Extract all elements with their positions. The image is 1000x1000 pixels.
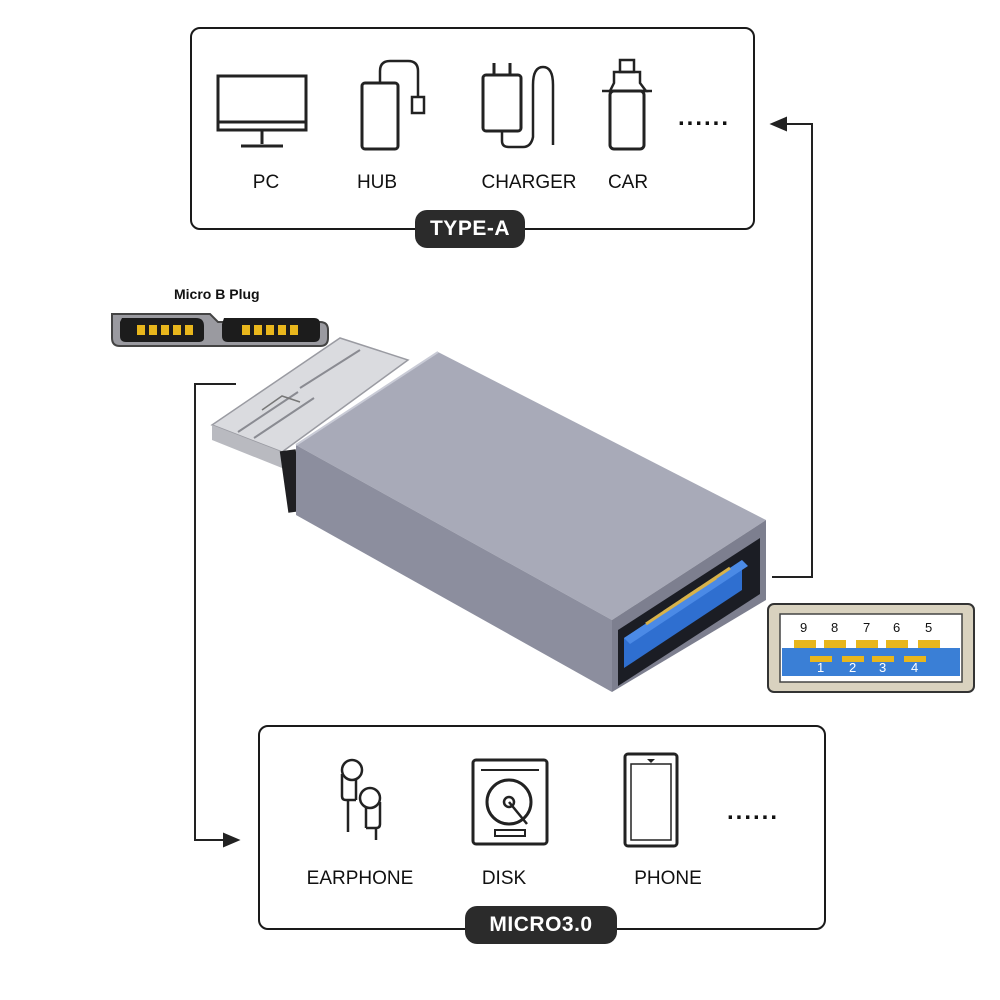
car-label: CAR <box>607 172 649 193</box>
hub-icon <box>360 59 426 151</box>
micro-connection-arrow <box>194 383 241 848</box>
phone-icon <box>623 752 679 848</box>
type-a-badge: TYPE-A <box>415 210 525 248</box>
pin-5: 5 <box>925 620 933 635</box>
earphone-device <box>290 752 420 842</box>
more-type-a-devices: ...... <box>678 104 731 131</box>
micro-badge: MICRO3.0 <box>465 906 617 944</box>
disk-icon <box>471 758 549 846</box>
type-a-connection-arrow <box>769 116 813 578</box>
pc-icon <box>216 74 308 148</box>
charger-label: CHARGER <box>481 172 577 193</box>
phone-device <box>585 750 715 850</box>
hub-label: HUB <box>356 172 398 193</box>
disk-label: DISK <box>481 868 527 889</box>
pin-9: 9 <box>800 620 808 635</box>
disk-device <box>445 758 575 848</box>
phone-label: PHONE <box>634 868 702 889</box>
charger-device <box>461 55 591 155</box>
pin-3: 3 <box>879 660 887 675</box>
micro-b-metal-plug <box>210 337 410 513</box>
pin-2: 2 <box>849 660 857 675</box>
pin-1: 1 <box>817 660 825 675</box>
earphone-icon <box>340 758 382 840</box>
charger-icon <box>481 63 555 149</box>
car-icon <box>602 58 652 151</box>
adapter-body <box>295 351 766 692</box>
more-micro-devices: ...... <box>727 798 780 825</box>
pc-label: PC <box>252 172 280 193</box>
pin-8: 8 <box>831 620 839 635</box>
micro-b-plug-title: Micro B Plug <box>174 286 260 302</box>
earphone-label: EARPHONE <box>306 868 414 889</box>
car-device <box>562 55 692 155</box>
pin-4: 4 <box>911 660 919 675</box>
usb-a-port-face <box>767 603 975 693</box>
pin-7: 7 <box>863 620 871 635</box>
pin-6: 6 <box>893 620 901 635</box>
hub-device <box>320 55 450 155</box>
micro-b-plug-face <box>111 313 329 347</box>
pc-device <box>197 70 327 160</box>
